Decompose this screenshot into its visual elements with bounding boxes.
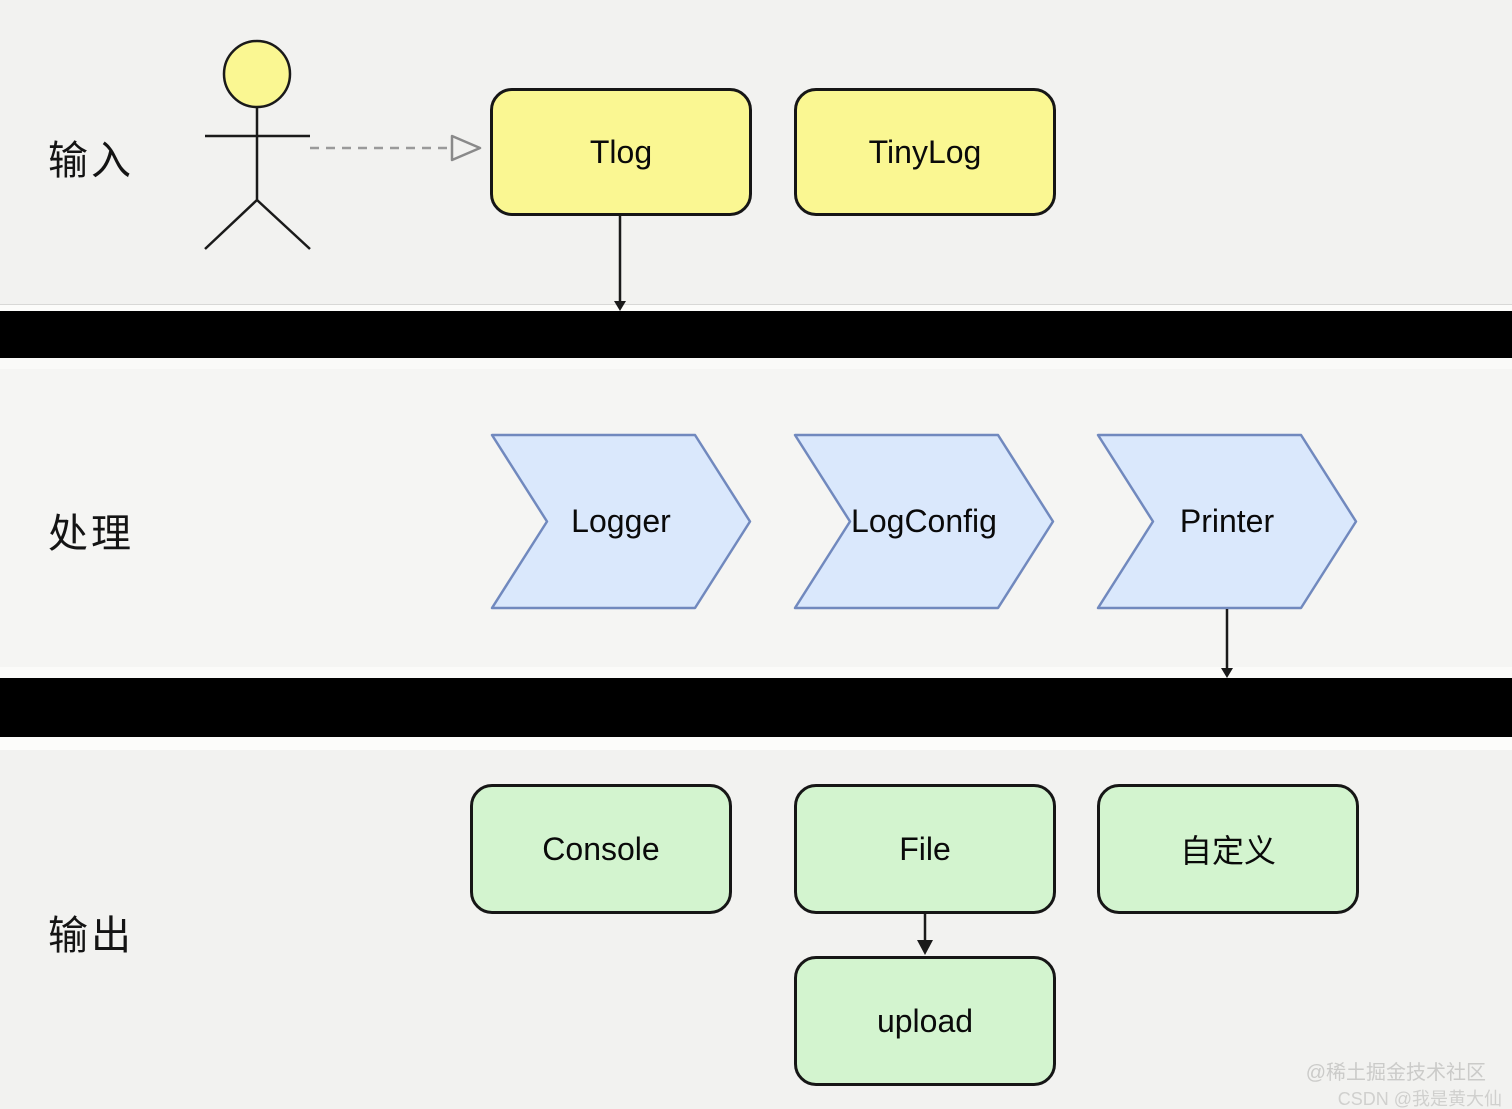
band-divider-line: [0, 304, 1512, 305]
node-logger: Logger: [490, 433, 752, 610]
arrow-file-to-upload: [917, 914, 933, 955]
watermark-juejin: @稀土掘金技术社区: [1305, 1062, 1486, 1084]
node-custom-label: 自定义: [1179, 833, 1276, 869]
band-label-input: 输入: [48, 139, 134, 183]
node-console-label: Console: [542, 830, 660, 867]
black-divider-bar-1: [0, 311, 1512, 358]
actor-icon: [204, 39, 311, 250]
node-upload: upload: [794, 956, 1056, 1086]
connector-printer-down: [1221, 609, 1233, 678]
open-arrowhead-icon: [450, 134, 482, 162]
node-console: Console: [470, 784, 732, 914]
node-tinylog-label: TinyLog: [868, 133, 982, 170]
node-custom: 自定义: [1097, 784, 1359, 914]
divider-gap: [0, 358, 1512, 369]
arrowhead-icon: [1221, 668, 1233, 678]
chevron-shape: [1096, 433, 1358, 610]
arrowhead-icon: [917, 940, 933, 955]
node-printer: Printer: [1096, 433, 1358, 610]
band-label-output: 输出: [48, 914, 134, 958]
node-upload-label: upload: [876, 1002, 974, 1039]
node-file: File: [794, 784, 1056, 914]
watermark-csdn: CSDN @我是黄大仙: [1337, 1089, 1502, 1109]
node-printer-label: Printer: [1179, 503, 1275, 539]
black-divider-bar-2: [0, 678, 1512, 737]
arrowhead-icon: [614, 301, 626, 311]
chevron-shape: [490, 433, 752, 610]
divider-gap: [0, 737, 1512, 750]
divider-gap: [0, 667, 1512, 678]
node-logger-label: Logger: [571, 503, 671, 539]
node-file-label: File: [899, 830, 951, 867]
actor-head: [222, 39, 292, 109]
divider-gap: [0, 305, 1512, 311]
band-label-process: 处理: [48, 512, 134, 556]
node-logconfig-label: LogConfig: [851, 503, 997, 539]
node-tinylog: TinyLog: [794, 88, 1056, 216]
dashed-arrow: [310, 134, 482, 162]
node-logconfig: LogConfig: [793, 433, 1055, 610]
node-tlog-label: Tlog: [589, 133, 653, 170]
chevron-shape: [793, 433, 1055, 610]
connector-tlog-down: [614, 216, 626, 311]
node-tlog: Tlog: [490, 88, 752, 216]
